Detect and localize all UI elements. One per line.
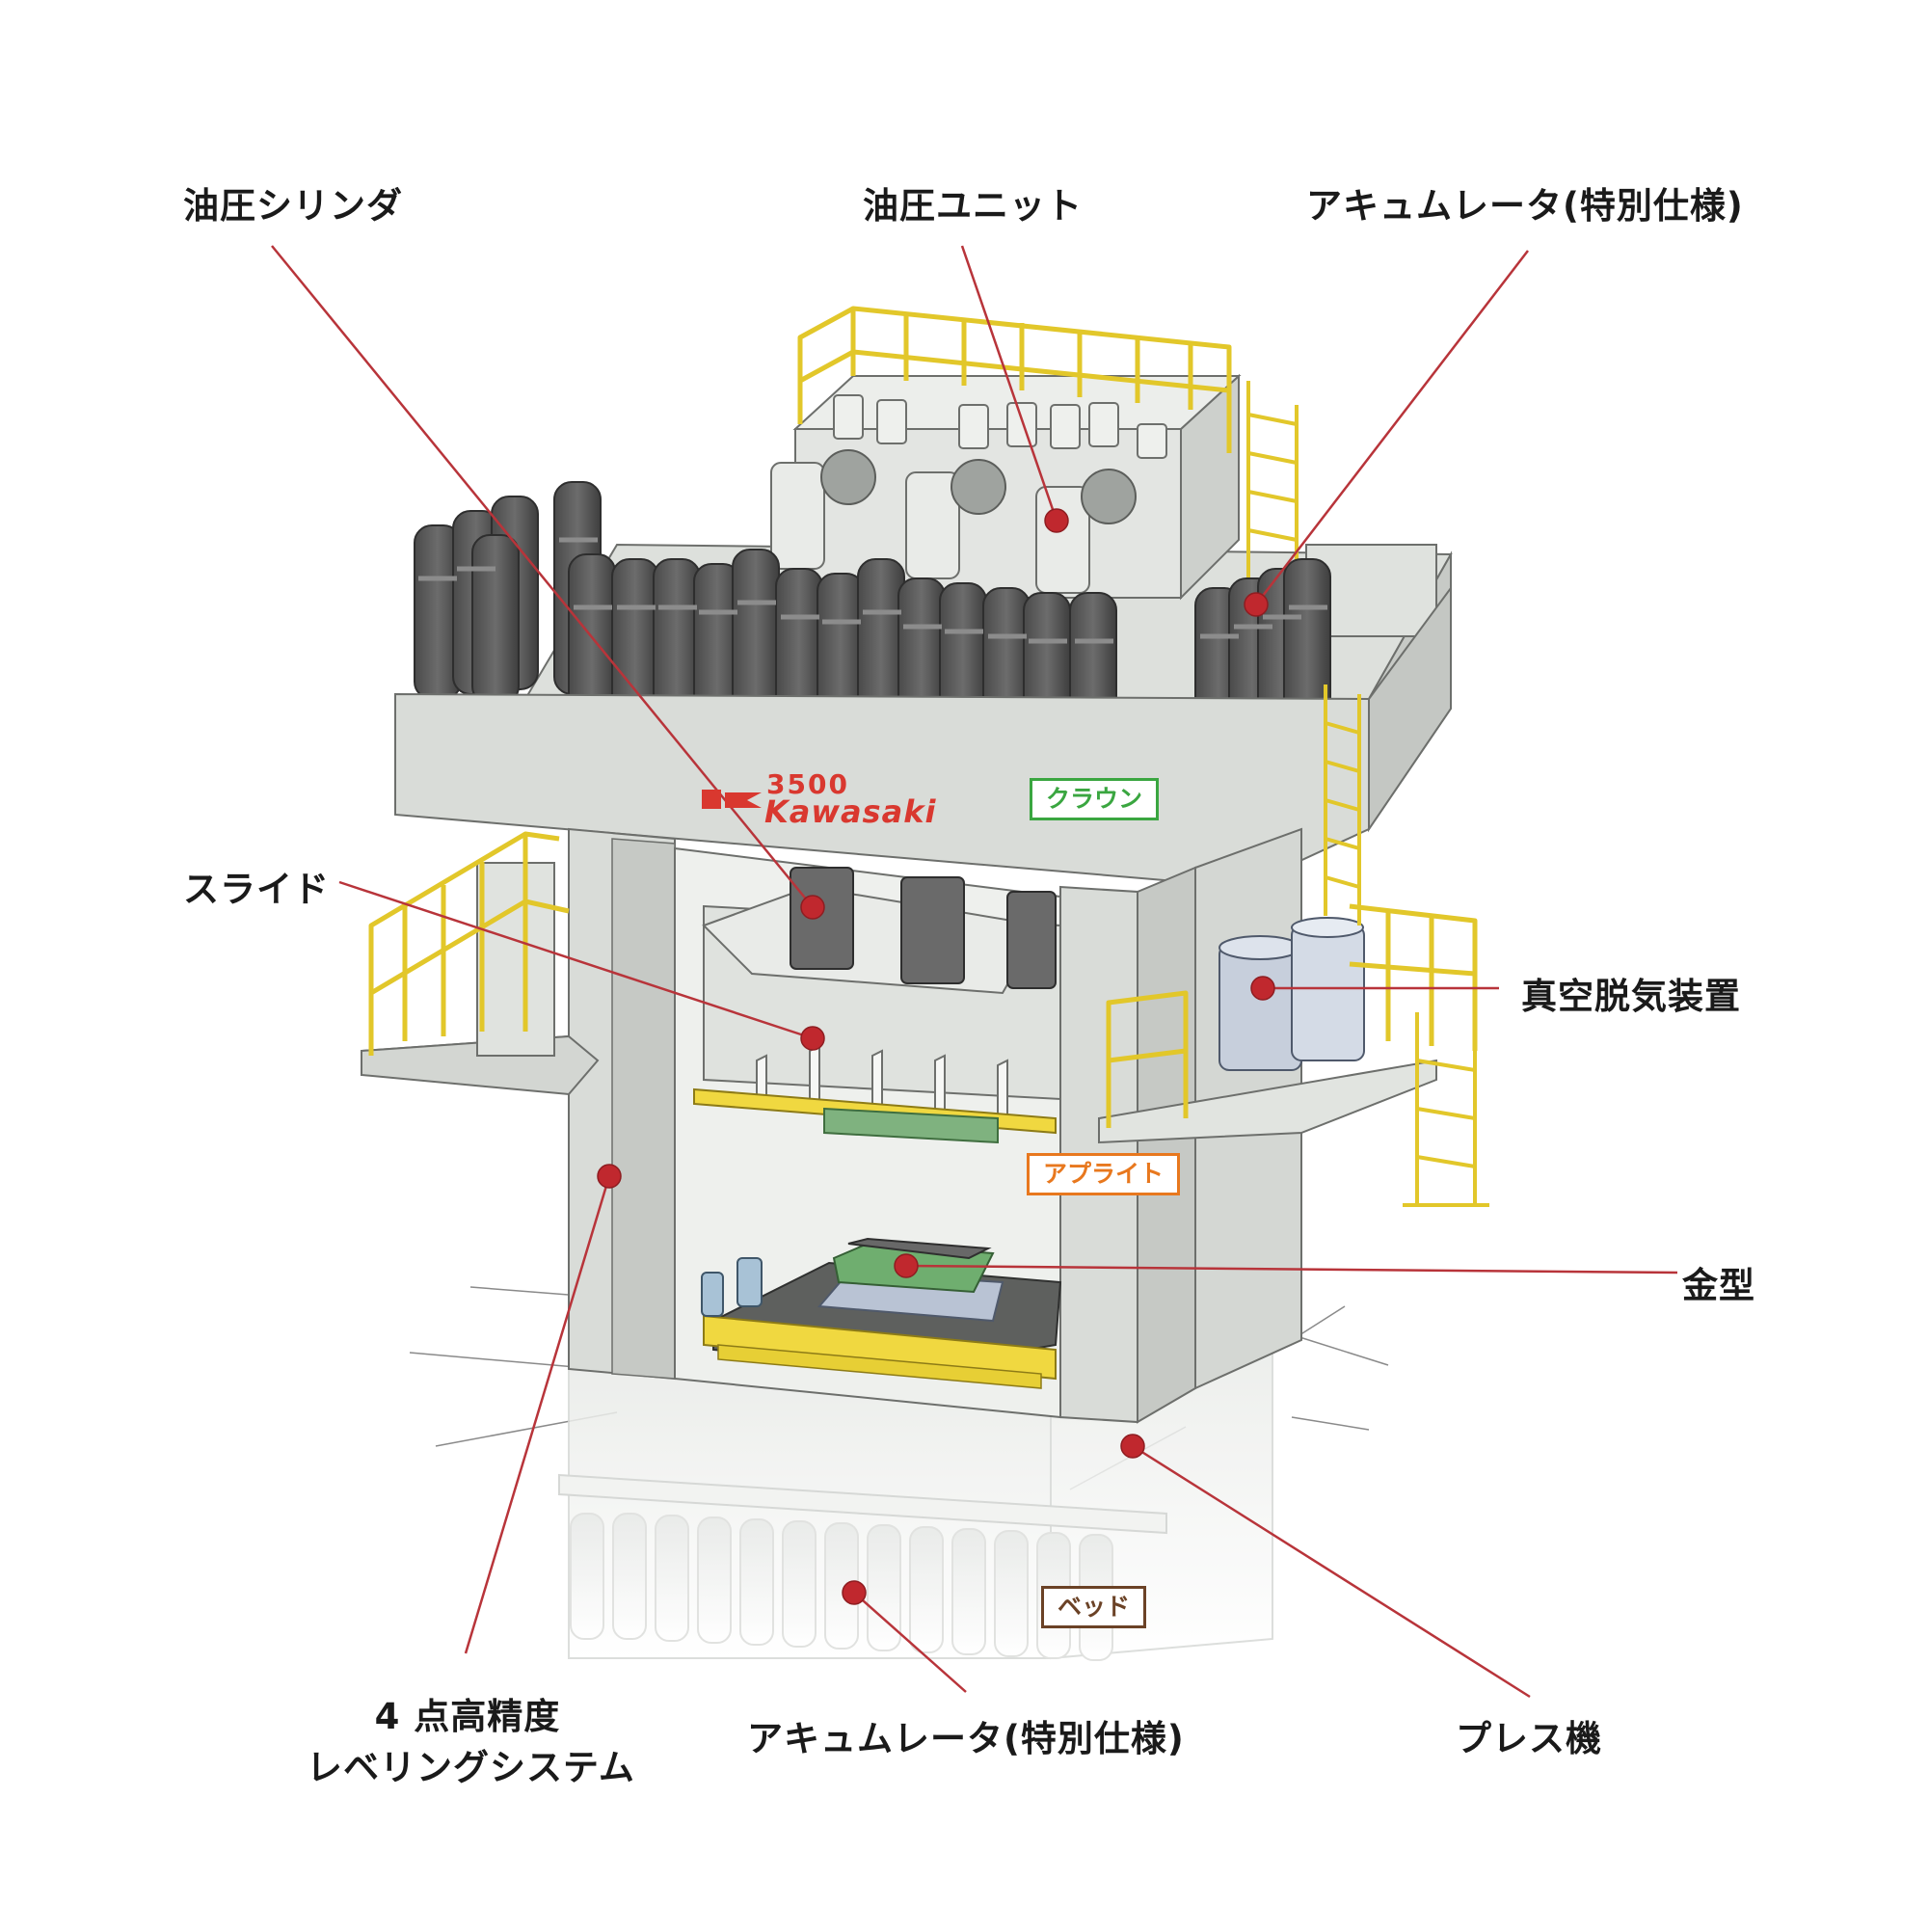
label-leveling-line1: 4 点高精度	[374, 1696, 561, 1737]
label-accumulator-top: アキュムレータ(特別仕様)	[1306, 185, 1744, 227]
accumulator-bands	[418, 537, 1327, 644]
slide-block	[693, 867, 1061, 1144]
label-vacuum-degassing: 真空脱気装置	[1521, 976, 1741, 1017]
left-platform	[361, 831, 600, 1096]
leader-accumulator-top	[1255, 250, 1529, 605]
marker-vacuum-degassing	[1250, 976, 1275, 1001]
leader-lines	[271, 245, 1678, 1699]
marker-slide	[800, 1026, 825, 1051]
label-press-machine: プレス機	[1456, 1718, 1602, 1759]
kawasaki-logo-mark	[702, 790, 762, 809]
label-leveling-line2: レベリングシステム	[307, 1747, 635, 1788]
capacity-label: 3500	[766, 768, 849, 800]
hydraulic-unit-block	[770, 373, 1242, 601]
label-accumulator-bottom: アキュムレータ(特別仕様)	[747, 1718, 1185, 1759]
top-railing	[797, 306, 1232, 453]
leader-hydraulic-unit	[960, 245, 1058, 522]
crown-tag: クラウン	[1030, 778, 1160, 820]
marker-press-machine	[1120, 1434, 1145, 1459]
markers	[597, 508, 1275, 1605]
bed-tag: ベッド	[1041, 1586, 1147, 1628]
leader-press-machine	[1132, 1444, 1531, 1699]
marker-hydraulic-cylinder	[800, 895, 825, 920]
upright-tag: アプライト	[1027, 1153, 1181, 1195]
marker-leveling	[597, 1164, 622, 1189]
marker-die	[894, 1253, 919, 1278]
label-die: 金型	[1682, 1265, 1755, 1306]
label-hydraulic-unit: 油圧ユニット	[863, 185, 1083, 227]
left-canisters	[701, 1257, 763, 1317]
leader-accumulator-bottom	[853, 1592, 967, 1693]
leader-hydraulic-cylinder	[271, 245, 814, 908]
leader-die	[905, 1264, 1678, 1275]
leader-leveling	[464, 1175, 611, 1654]
brand-label: Kawasaki	[764, 793, 937, 830]
vacuum-tank	[1218, 917, 1365, 1071]
label-hydraulic-cylinder: 油圧シリンダ	[183, 185, 403, 227]
die-set	[817, 1237, 1004, 1323]
right-ladders	[1324, 684, 1489, 1207]
marker-hydraulic-unit	[1044, 508, 1069, 533]
right-platform	[1098, 903, 1478, 1144]
top-ladder	[1246, 381, 1299, 578]
crown	[394, 584, 1452, 889]
label-slide: スライド	[183, 869, 330, 910]
leader-slide	[338, 880, 814, 1040]
marker-accumulator-bottom	[842, 1580, 867, 1605]
marker-accumulator-top	[1244, 592, 1269, 617]
